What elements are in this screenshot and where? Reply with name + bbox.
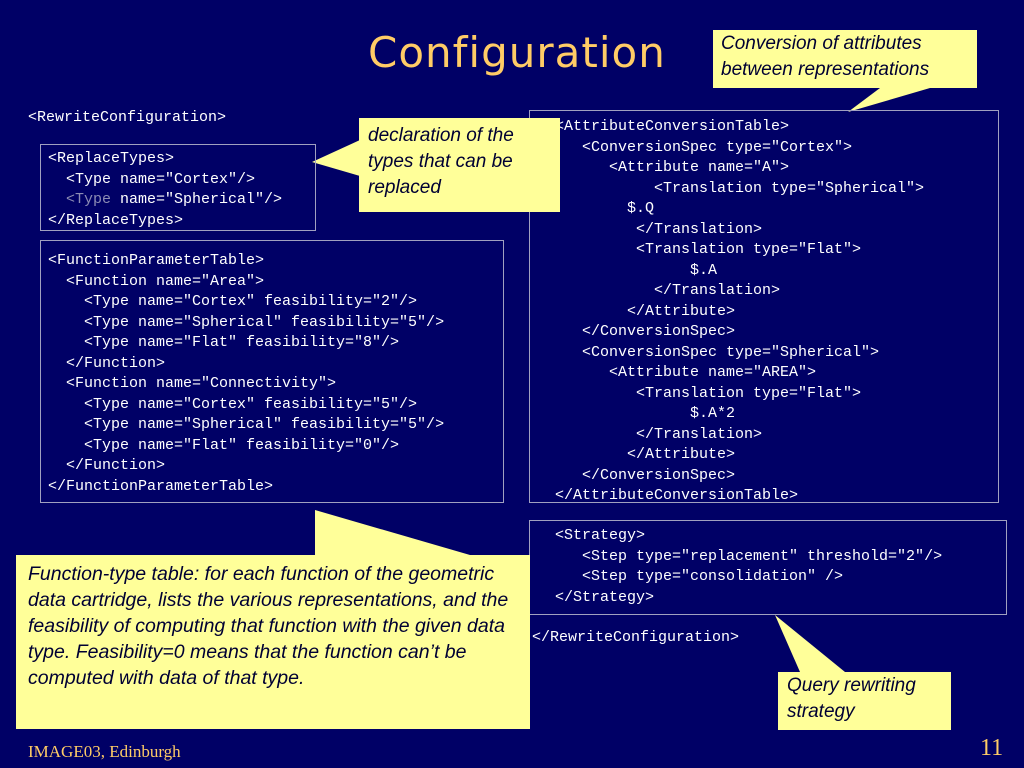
code-line: </Attribute>	[537, 302, 736, 320]
query-callout-pointer	[775, 615, 845, 672]
conversion-table-code: <AttributeConversionTable> <ConversionSp…	[537, 117, 924, 507]
strategy-code: <Strategy> <Step type="replacement" thre…	[537, 526, 942, 608]
code-line: $.Q	[537, 200, 655, 217]
code-line: </ConversionSpec>	[537, 323, 736, 340]
attribute-conversion-table-box: <AttributeConversionTable> <ConversionSp…	[529, 110, 999, 504]
code-line: </Translation>	[537, 425, 763, 443]
replace-types-spherical-attr: name="Spherical"/>	[111, 191, 283, 208]
code-line: </ConversionSpec>	[537, 466, 736, 484]
replace-types-line: </ReplaceTypes>	[48, 211, 184, 229]
code-line: <Attribute name="AREA">	[537, 364, 817, 381]
function-parameter-table-box: <FunctionParameterTable> <Function name=…	[40, 240, 504, 503]
code-line: <Function name="Connectivity">	[48, 375, 337, 392]
replace-types-line: <Type name="Cortex"/>	[48, 170, 256, 188]
code-line: <Type name="Spherical" feasibility="5"/>	[48, 313, 445, 331]
replace-types-line: <Type name="Spherical"/>	[48, 190, 282, 211]
code-line: <Translation type="Flat">	[537, 241, 862, 258]
code-line: <FunctionParameterTable>	[48, 252, 265, 269]
declaration-note: declaration of the types that can be rep…	[359, 118, 560, 212]
code-line: <Type name="Flat" feasibility="0"/>	[48, 436, 400, 454]
code-line: <Type name="Flat" feasibility="8"/>	[48, 334, 400, 351]
code-line: <Type name="Cortex" feasibility="5"/>	[48, 395, 418, 413]
code-line: <Type name="Spherical" feasibility="5"/>	[48, 416, 445, 433]
conversion-note: Conversion of attributes between represe…	[713, 30, 977, 88]
code-line: <Attribute name="A">	[537, 159, 790, 176]
code-line: <Step type="consolidation" />	[537, 568, 844, 585]
function-table-code: <FunctionParameterTable> <Function name=…	[48, 251, 444, 497]
code-line: <Translation type="Flat">	[537, 384, 862, 402]
code-line: <ConversionSpec type="Spherical">	[537, 343, 880, 361]
code-line: <Function name="Area">	[48, 272, 265, 290]
function-callout-pointer	[315, 510, 470, 555]
code-line: $.A*2	[537, 405, 736, 422]
code-line: </FunctionParameterTable>	[48, 477, 274, 495]
replace-types-type-keyword: <Type	[48, 191, 112, 208]
code-line: <Type name="Cortex" feasibility="2"/>	[48, 293, 418, 310]
code-line: </Attribute>	[537, 446, 736, 463]
rewrite-config-open: <RewriteConfiguration>	[28, 109, 227, 126]
strategy-box: <Strategy> <Step type="replacement" thre…	[529, 520, 1007, 615]
replace-types-line: <ReplaceTypes>	[48, 150, 175, 167]
slide-title: Configuration	[368, 28, 666, 77]
code-line: </Translation>	[537, 220, 763, 238]
code-line: $.A	[537, 261, 718, 279]
query-strategy-note: Query rewriting strategy	[778, 672, 951, 730]
rewrite-config-close: </RewriteConfiguration>	[532, 629, 740, 646]
code-line: <AttributeConversionTable>	[537, 118, 790, 135]
code-line: <Translation type="Spherical">	[537, 179, 925, 197]
page-number: 11	[980, 735, 1004, 761]
code-line: </Function>	[48, 457, 166, 474]
code-line: </AttributeConversionTable>	[537, 487, 799, 504]
declaration-callout-pointer	[312, 140, 360, 176]
footer-conference: IMAGE03, Edinburgh	[28, 742, 181, 761]
code-line: <Step type="replacement" threshold="2"/>	[537, 547, 943, 565]
code-line: <Strategy>	[537, 527, 646, 544]
function-type-note: Function-type table: for each function o…	[16, 555, 530, 729]
conversion-callout-pointer	[848, 88, 930, 112]
code-line: </Translation>	[537, 282, 781, 299]
code-line: </Function>	[48, 354, 166, 372]
replace-types-box: <ReplaceTypes> <Type name="Cortex"/> <Ty…	[40, 144, 316, 231]
code-line: </Strategy>	[537, 588, 655, 606]
code-line: <ConversionSpec type="Cortex">	[537, 138, 853, 156]
